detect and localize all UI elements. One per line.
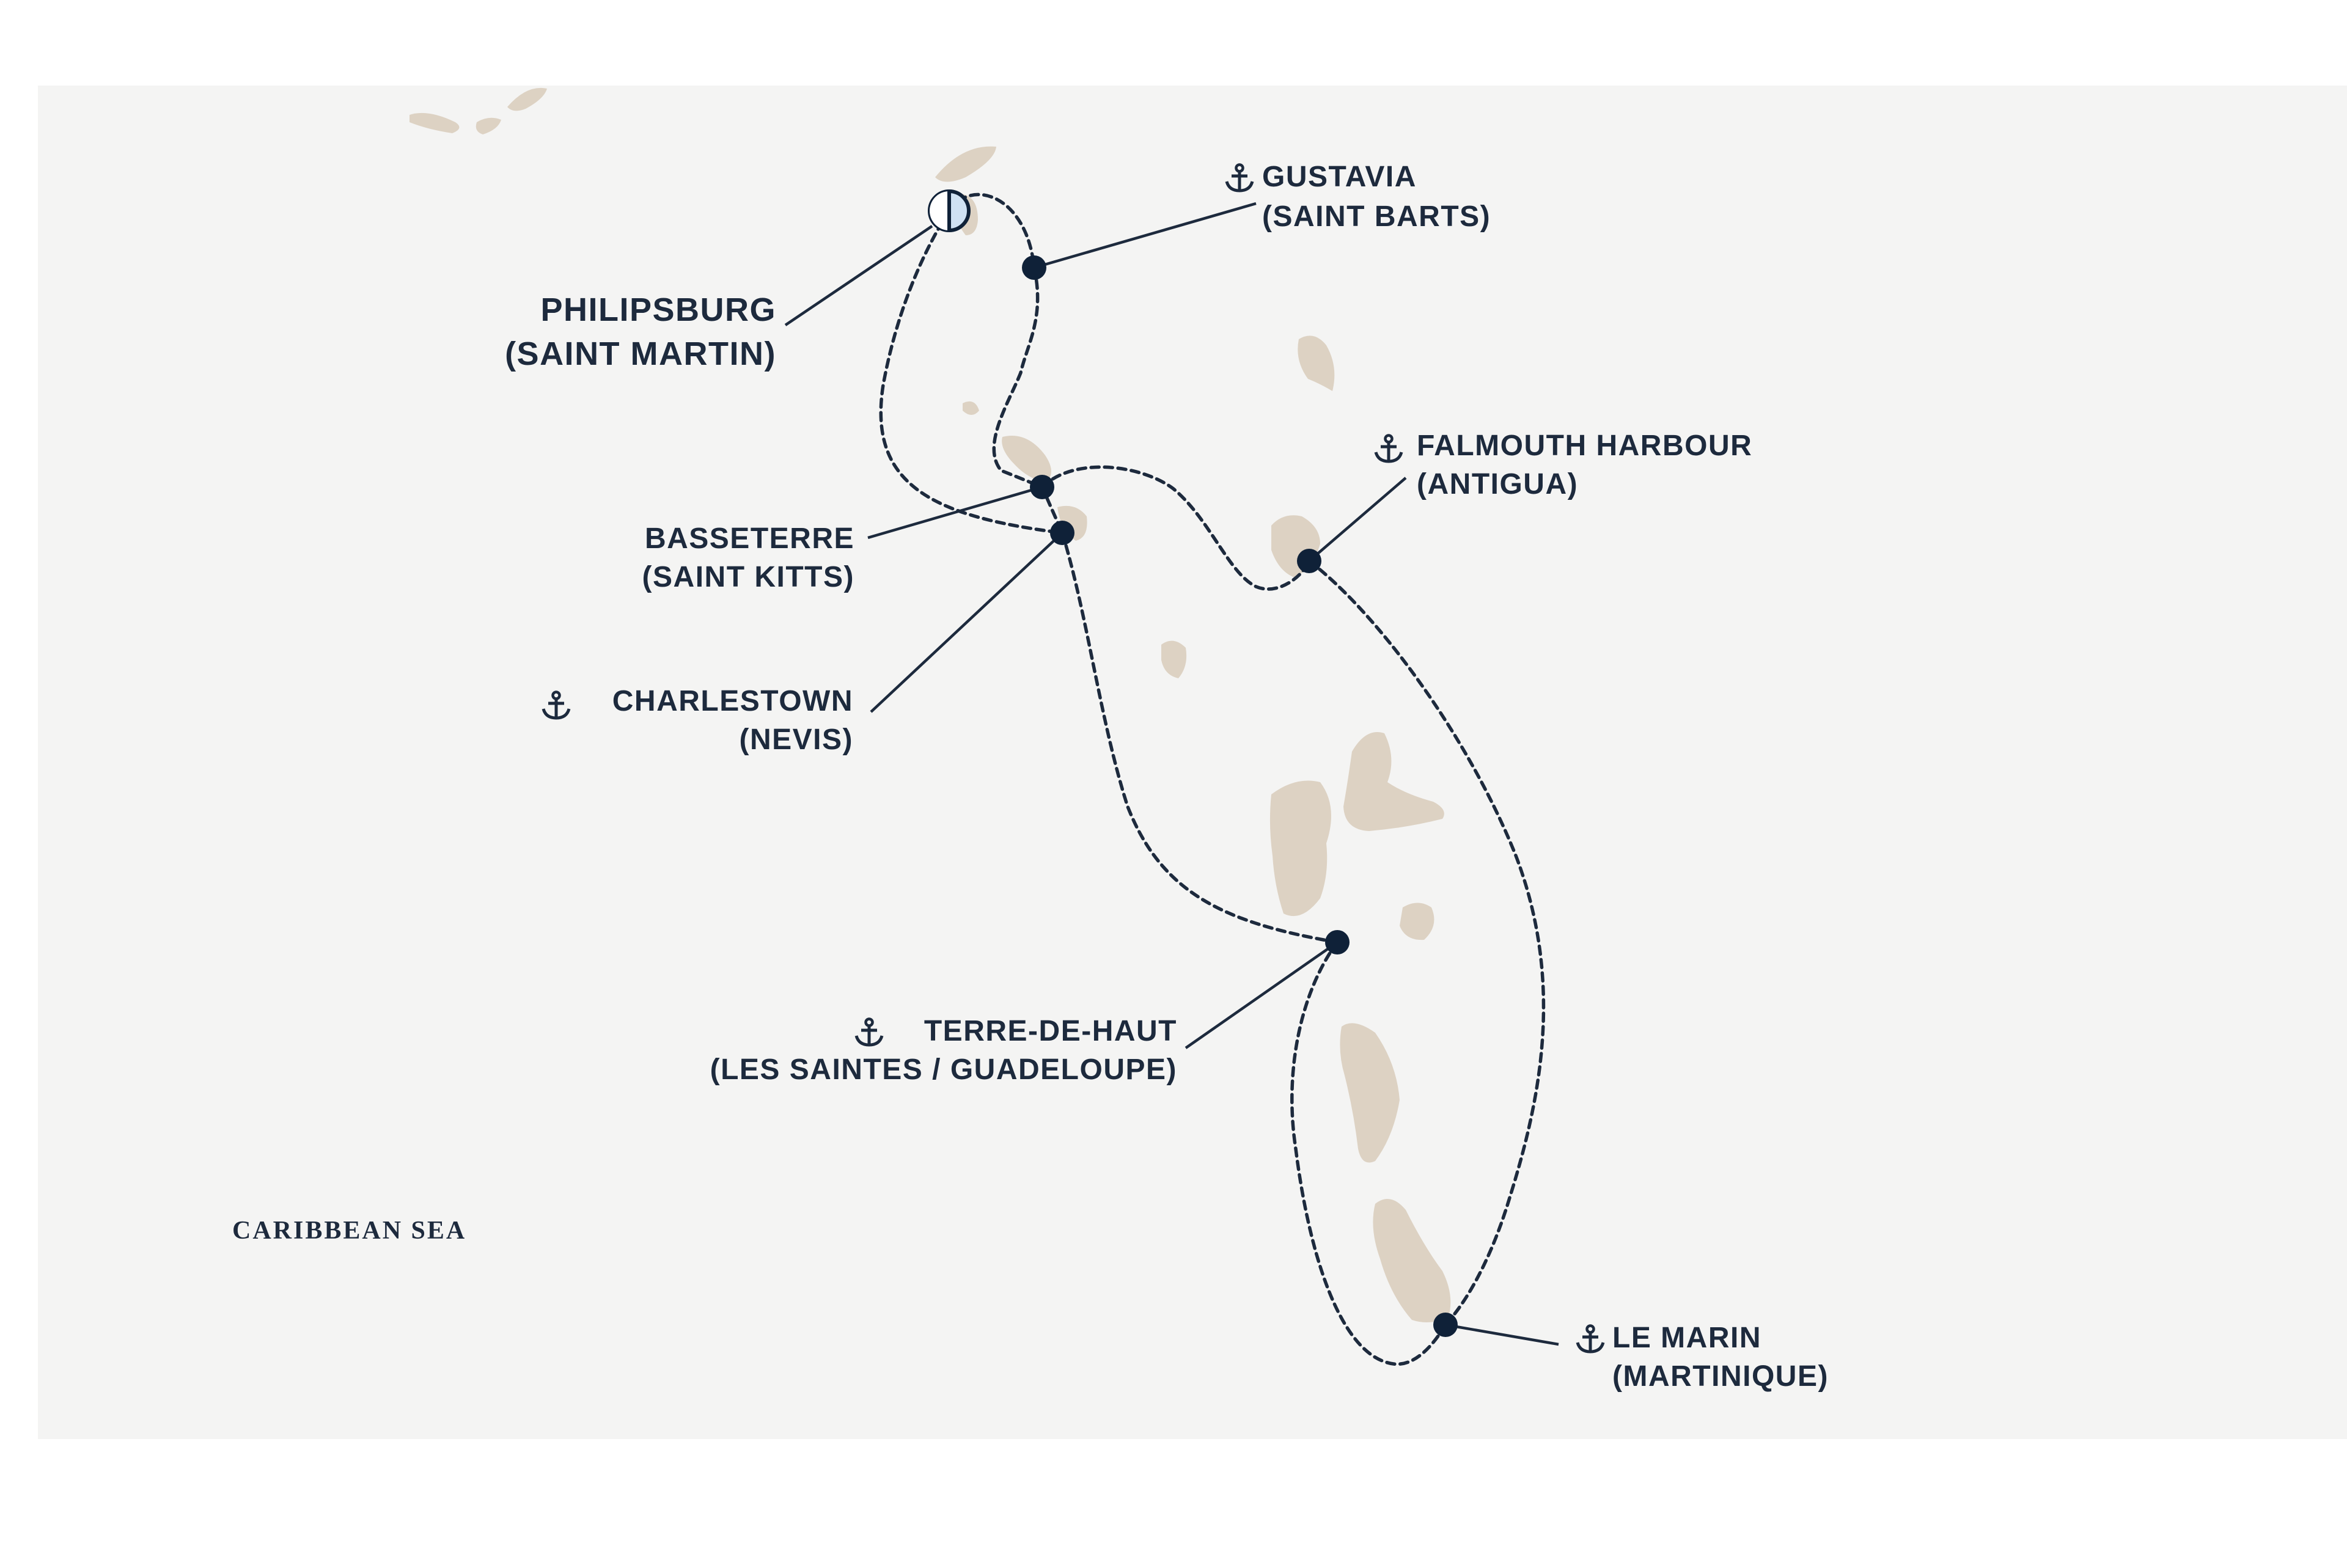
island xyxy=(1343,732,1444,831)
start-end-marker-icon[interactable] xyxy=(928,189,971,232)
island xyxy=(410,112,460,133)
island xyxy=(507,87,547,111)
port-region-le-marin: (MARTINIQUE) xyxy=(1612,1360,1829,1393)
port-name-gustavia: GUSTAVIA xyxy=(1262,161,1417,193)
port-region-philipsburg: (SAINT MARTIN) xyxy=(505,335,776,372)
island xyxy=(1002,436,1051,483)
island xyxy=(1298,335,1335,391)
port-region-charlestown: (NEVIS) xyxy=(739,724,853,756)
leader-line xyxy=(1445,1323,1559,1346)
port-name-falmouth-harbour: FALMOUTH HARBOUR xyxy=(1417,430,1752,462)
leader-lines xyxy=(784,202,1559,1346)
sea-area xyxy=(38,86,2347,1439)
port-region-basseterre: (SAINT KITTS) xyxy=(642,561,854,593)
port-name-charlestown: CHARLESTOWN xyxy=(612,685,853,717)
port-region-gustavia: (SAINT BARTS) xyxy=(1262,200,1491,233)
port-name-basseterre: BASSETERRE xyxy=(645,522,854,555)
port-marker-terre-de-haut[interactable] xyxy=(1325,930,1350,954)
island xyxy=(1161,640,1187,678)
leader-line xyxy=(784,225,933,326)
leader-line xyxy=(1308,477,1407,562)
leader-line xyxy=(867,485,1043,540)
cruise-route xyxy=(879,192,1546,1366)
island xyxy=(1057,505,1087,541)
island xyxy=(1340,1023,1400,1163)
islands xyxy=(410,87,1451,1322)
leader-line xyxy=(870,532,1063,713)
island xyxy=(476,117,501,134)
port-markers xyxy=(1022,255,1458,1337)
island xyxy=(1269,780,1331,917)
port-marker-gustavia[interactable] xyxy=(1022,255,1046,280)
port-marker-basseterre[interactable] xyxy=(1030,475,1054,499)
port-region-terre-de-haut: (LES SAINTES / GUADELOUPE) xyxy=(710,1053,1177,1086)
port-marker-falmouth-harbour[interactable] xyxy=(1297,549,1321,573)
port-marker-charlestown[interactable] xyxy=(1050,521,1074,545)
island xyxy=(963,401,979,415)
leader-line xyxy=(1185,941,1339,1049)
island xyxy=(1400,903,1434,940)
port-region-falmouth-harbour: (ANTIGUA) xyxy=(1417,468,1578,500)
port-name-terre-de-haut: TERRE-DE-HAUT xyxy=(924,1015,1177,1047)
island xyxy=(1373,1199,1451,1322)
leader-line xyxy=(1034,202,1257,269)
port-marker-le-marin[interactable] xyxy=(1433,1313,1458,1337)
sea-label: CARIBBEAN SEA xyxy=(232,1217,466,1245)
island xyxy=(935,146,996,182)
port-name-philipsburg: PHILIPSBURG xyxy=(540,291,776,328)
port-name-le-marin: LE MARIN xyxy=(1612,1322,1761,1354)
